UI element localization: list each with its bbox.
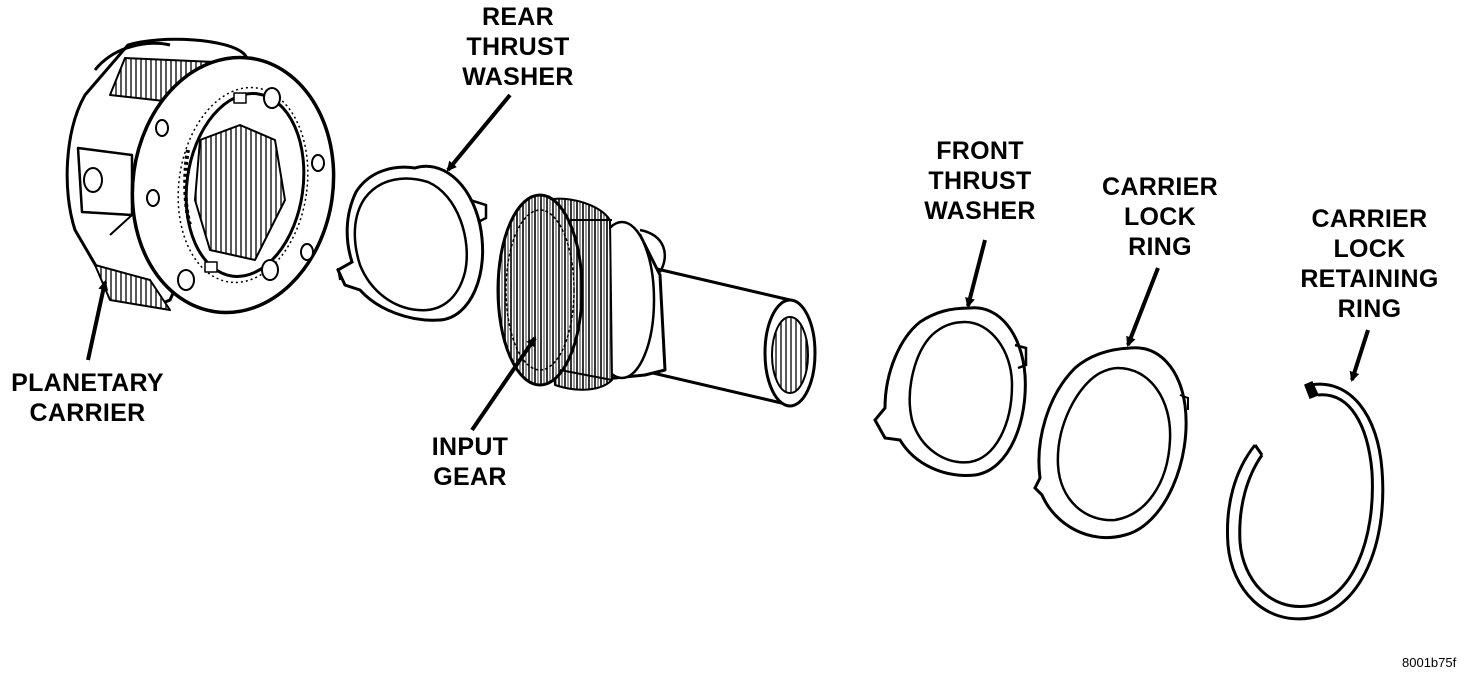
arrow-carrier-lock-retaining-ring [1349, 329, 1370, 382]
arrow-carrier-lock-ring [1126, 267, 1160, 347]
label-line: WASHER [462, 63, 574, 91]
arrow-rear-thrust-washer [446, 93, 512, 172]
label-line: CARRIER [1311, 205, 1428, 233]
label-line: RING [1128, 233, 1192, 261]
label-rear-thrust-washer: REAR THRUST WASHER [448, 2, 588, 92]
label-carrier-lock-retaining-ring: CARRIER LOCK RETAINING RING [1282, 204, 1457, 324]
label-carrier-lock-ring: CARRIER LOCK RING [1085, 172, 1235, 262]
label-line: THRUST [466, 33, 570, 61]
planetary-carrier-part [65, 37, 336, 315]
label-line: CARRIER [1102, 173, 1218, 201]
input-gear-part [496, 193, 817, 408]
label-line: GEAR [433, 463, 507, 491]
leader-arrows [86, 93, 1370, 432]
label-line: CARRIER [29, 399, 146, 427]
label-line: REAR [481, 3, 555, 31]
arrow-front-thrust-washer [965, 239, 987, 308]
label-line: THRUST [928, 167, 1032, 195]
label-line: RETAINING [1300, 265, 1439, 293]
label-line: WASHER [924, 197, 1036, 225]
front-thrust-washer-part [873, 306, 1028, 477]
label-planetary-carrier: PLANETARY CARRIER [0, 368, 175, 428]
arrow-planetary-carrier [86, 280, 109, 361]
arrow-input-gear [470, 336, 537, 432]
rear-thrust-washer-part [336, 164, 488, 322]
label-line: LOCK [1333, 235, 1406, 263]
label-front-thrust-washer: FRONT THRUST WASHER [910, 136, 1050, 226]
label-line: RING [1337, 295, 1402, 323]
label-line: PLANETARY [11, 369, 164, 397]
label-line: LOCK [1123, 203, 1197, 231]
label-line: INPUT [431, 433, 509, 461]
label-input-gear: INPUT GEAR [410, 432, 530, 492]
figure-id: 8001b75f [1402, 655, 1457, 670]
carrier-lock-retaining-ring-part [1226, 381, 1385, 621]
carrier-lock-ring-part [1033, 346, 1189, 540]
label-line: FRONT [936, 137, 1024, 165]
